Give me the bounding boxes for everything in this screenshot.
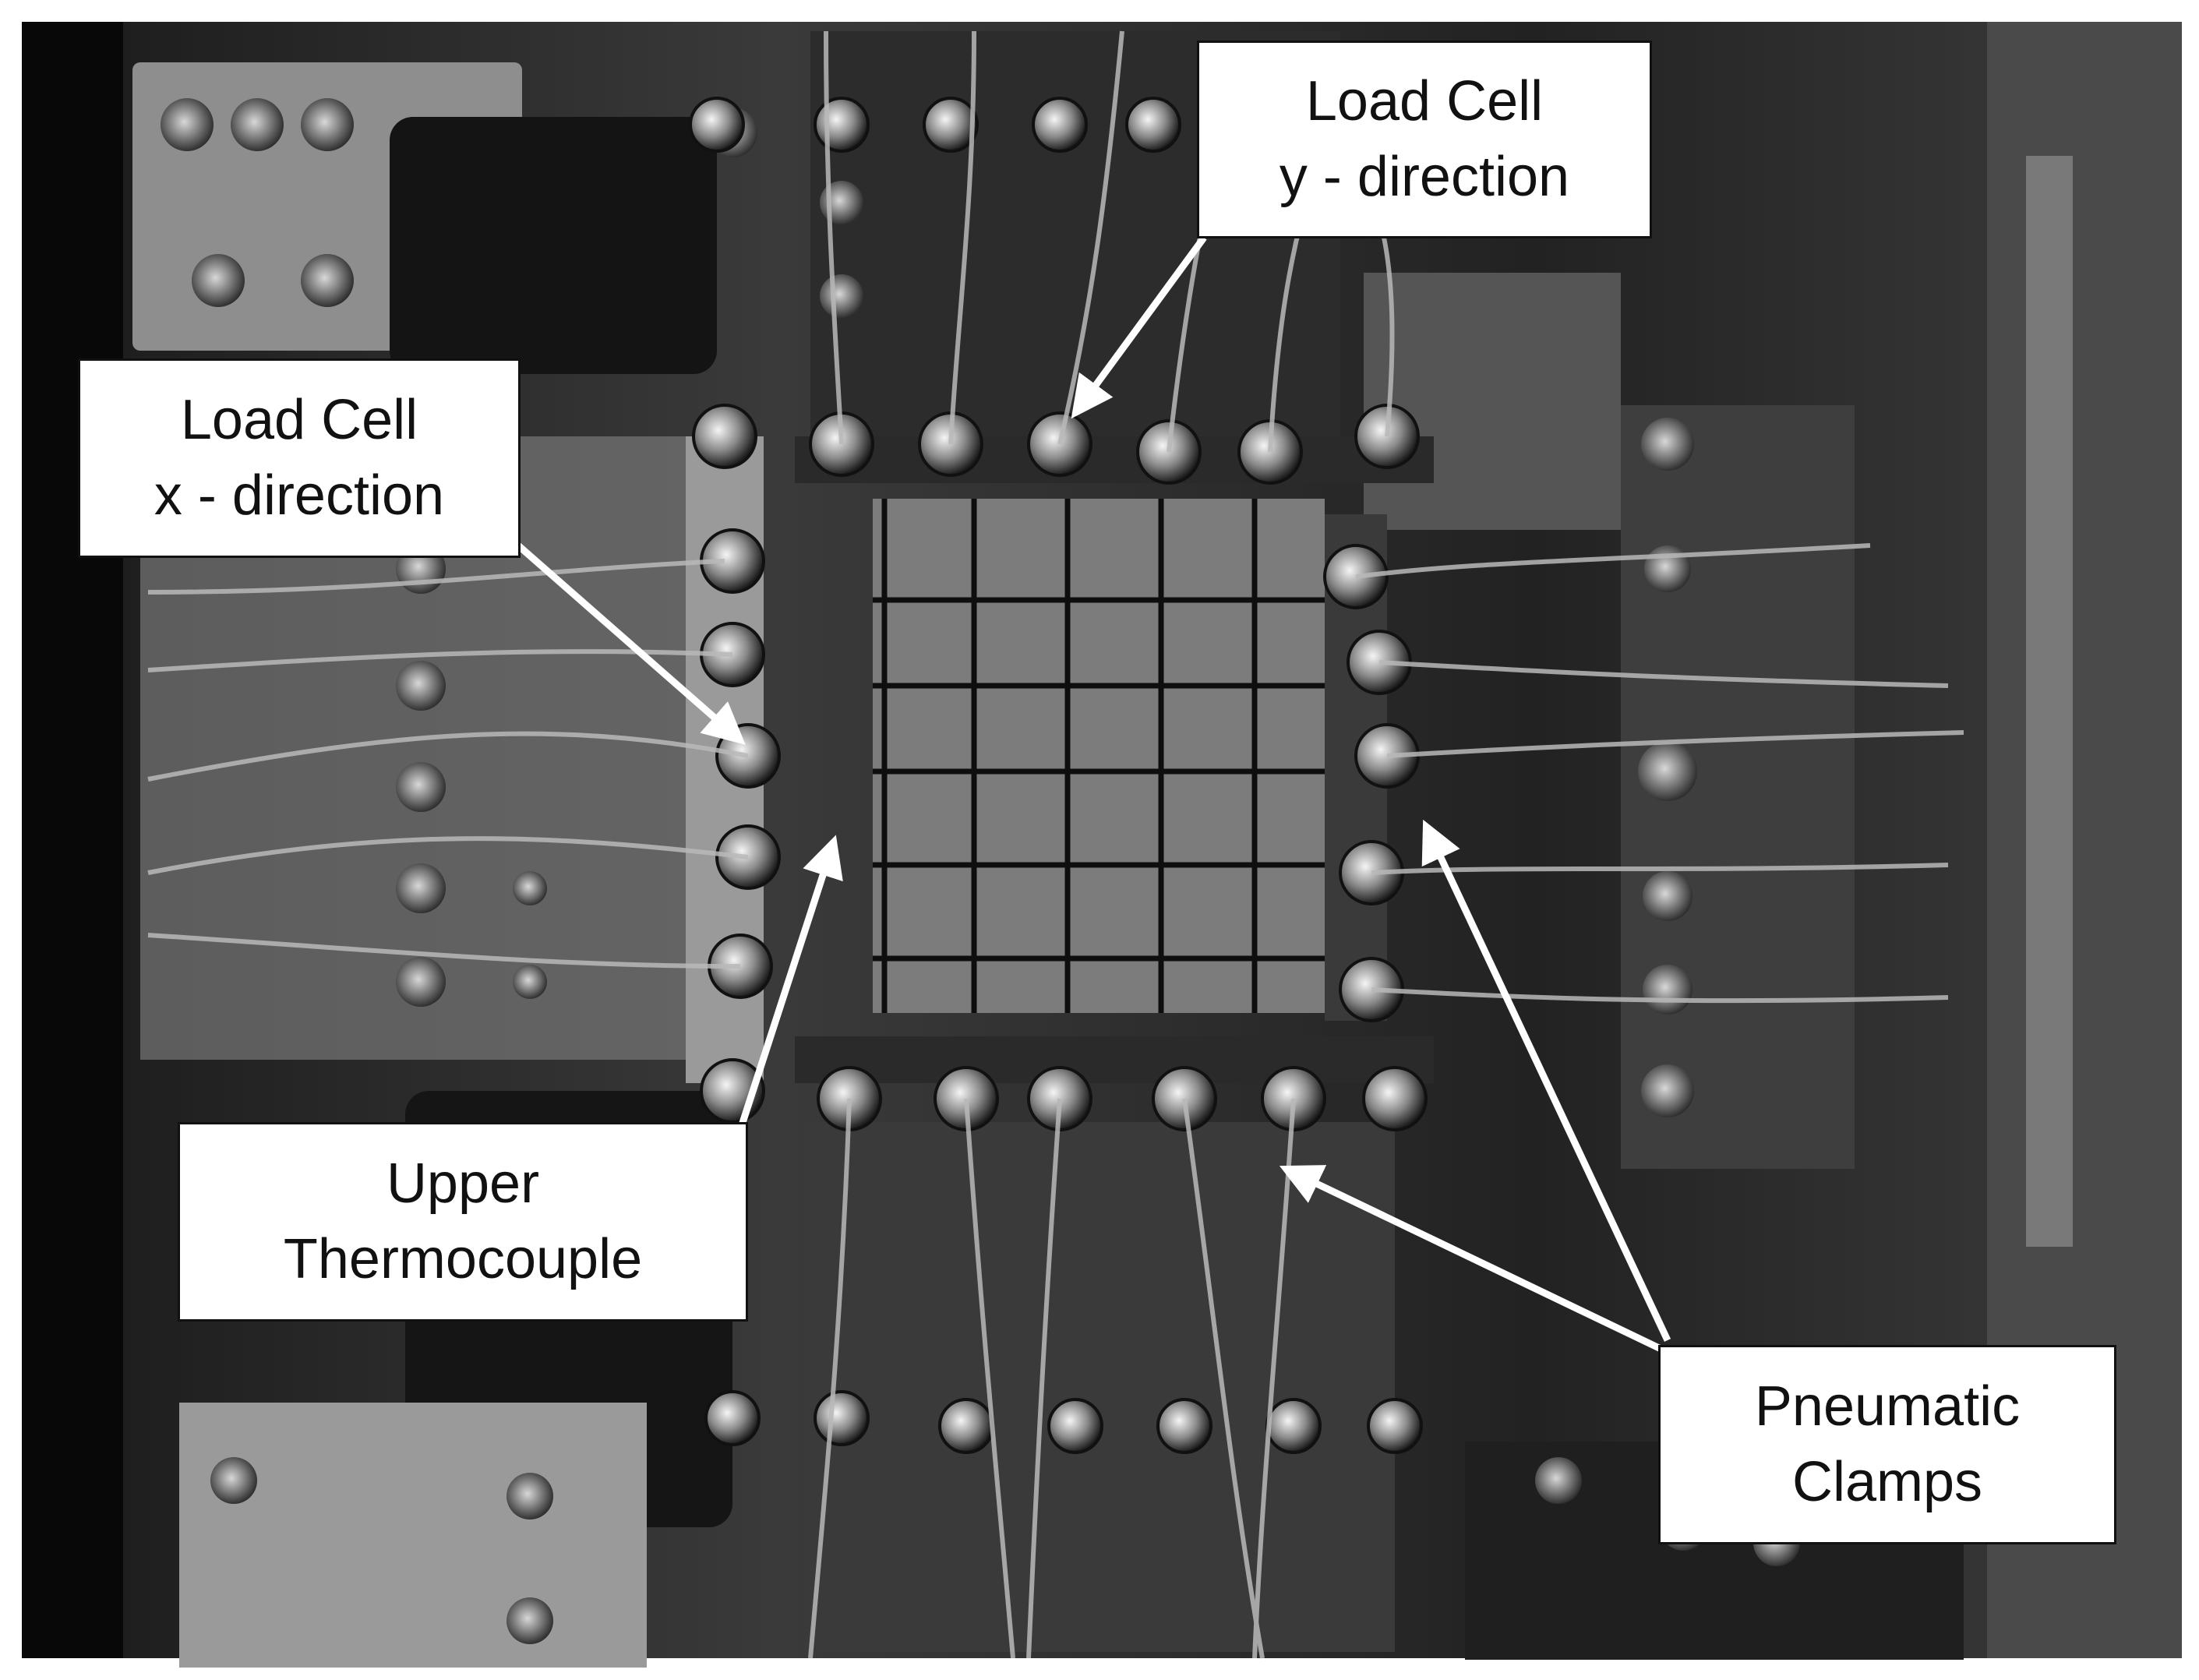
annotation-arrows <box>516 235 1677 1360</box>
label-pneumatic-clamps-line2: Clamps <box>1791 1451 1983 1513</box>
label-load-cell-y-line2: y - direction <box>1279 146 1570 208</box>
label-upper-thermocouple: Upper Thermocouple <box>178 1122 748 1322</box>
label-load-cell-y-line1: Load Cell <box>1305 69 1544 132</box>
specimen-grid <box>873 499 1325 1013</box>
arrow-pneumatic-clamps-2 <box>1421 819 1671 1342</box>
arrow-pneumatic-clamps-1 <box>1279 1165 1677 1360</box>
label-load-cell-y: Load Cell y - direction <box>1197 41 1652 238</box>
label-upper-thermocouple-line1: Upper <box>386 1152 540 1215</box>
label-load-cell-x: Load Cell x - direction <box>78 358 521 558</box>
arrow-upper-thermocouple <box>736 835 843 1131</box>
label-upper-thermocouple-line2: Thermocouple <box>283 1228 643 1290</box>
label-pneumatic-clamps-line1: Pneumatic <box>1754 1375 2021 1438</box>
label-pneumatic-clamps: Pneumatic Clamps <box>1658 1345 2116 1544</box>
label-load-cell-x-line1: Load Cell <box>180 388 418 451</box>
arrow-load-cell-y <box>1071 235 1207 419</box>
arrow-load-cell-x <box>516 542 746 745</box>
wires <box>147 30 1964 1659</box>
label-load-cell-x-line2: x - direction <box>154 464 445 527</box>
